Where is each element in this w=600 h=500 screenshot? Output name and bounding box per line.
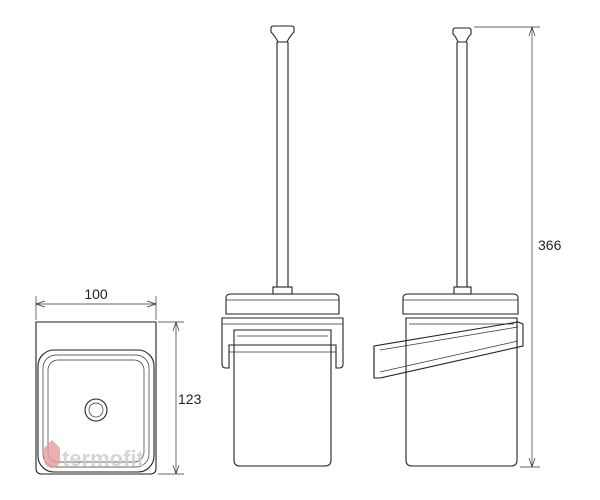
side-view-handle-collar — [453, 286, 472, 295]
side-view — [373, 27, 524, 467]
front-view-handle-shaft — [276, 42, 289, 287]
front-view-handle-knob — [270, 25, 295, 43]
front-view-holder — [221, 317, 344, 369]
top-view-cup-inner — [47, 359, 145, 463]
side-view-handle-shaft — [456, 42, 468, 287]
top-view — [35, 321, 157, 475]
side-view-cup — [405, 317, 518, 467]
front-view-lid — [225, 293, 340, 315]
watermark-logo: termofit — [44, 440, 145, 471]
height-dimension: 366 — [474, 26, 562, 468]
depth-dimension-label: 123 — [178, 391, 202, 407]
front-view-cup — [233, 329, 332, 467]
top-view-cup-rim — [42, 354, 150, 468]
top-view-handle-socket-inner — [88, 402, 104, 418]
side-view-handle-knob — [452, 27, 472, 43]
front-view — [221, 25, 344, 467]
side-view-lid — [402, 293, 519, 315]
top-view-handle-socket-outer — [84, 398, 108, 422]
front-view-handle-collar — [272, 286, 293, 295]
depth-dimension: 123 — [158, 321, 202, 475]
width-dimension-label: 100 — [84, 286, 108, 302]
height-dimension-label: 366 — [538, 237, 562, 253]
side-view-wall-bracket — [373, 321, 524, 379]
watermark-thermometer-icon — [44, 440, 60, 468]
width-dimension: 100 — [35, 286, 157, 320]
top-view-outline — [35, 321, 157, 475]
top-view-cup-outer — [37, 349, 155, 473]
watermark-text: termofit — [62, 446, 145, 471]
